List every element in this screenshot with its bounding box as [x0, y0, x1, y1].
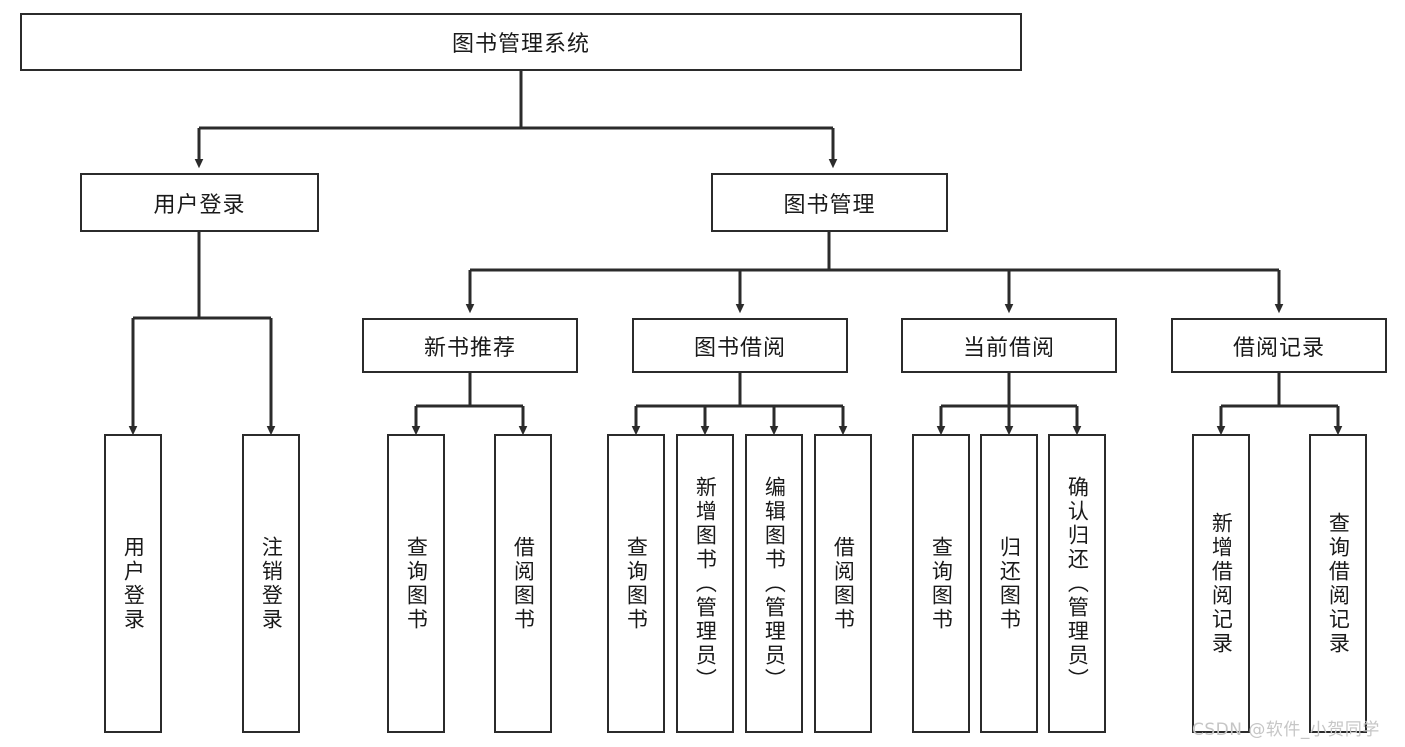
- node-label: 编辑图书（管理员）: [762, 475, 787, 692]
- node-label: 新增借阅记录: [1209, 511, 1234, 656]
- node-label: 查询图书: [624, 535, 649, 632]
- leaf-query-borrow-record[interactable]: 查询借阅记录: [1309, 434, 1367, 733]
- node-label: 注销登录: [259, 535, 284, 632]
- node-current-borrow[interactable]: 当前借阅: [901, 318, 1117, 373]
- node-label: 借阅图书: [831, 535, 856, 632]
- node-label: 图书管理系统: [451, 32, 590, 57]
- leaf-query-book-current[interactable]: 查询图书: [912, 434, 970, 733]
- leaf-query-book-borrow[interactable]: 查询图书: [607, 434, 665, 733]
- node-user-login[interactable]: 用户登录: [80, 173, 319, 232]
- leaf-query-book-recommend[interactable]: 查询图书: [387, 434, 445, 733]
- node-label: 用户登录: [121, 535, 146, 632]
- node-label: 图书借阅: [693, 335, 786, 361]
- node-book-borrow[interactable]: 图书借阅: [632, 318, 848, 373]
- csdn-watermark: CSDN @软件_小贺同学: [1192, 720, 1380, 740]
- node-borrow-record[interactable]: 借阅记录: [1171, 318, 1387, 373]
- node-label: 用户登录: [153, 192, 246, 218]
- leaf-user-login[interactable]: 用户登录: [104, 434, 162, 733]
- node-label: 图书管理: [783, 192, 876, 218]
- leaf-add-borrow-record[interactable]: 新增借阅记录: [1192, 434, 1250, 733]
- node-label: 当前借阅: [962, 335, 1055, 361]
- node-label: 查询借阅记录: [1326, 511, 1351, 656]
- node-label: 新书推荐: [423, 335, 516, 361]
- node-label: 归还图书: [997, 535, 1022, 632]
- node-label: 查询图书: [929, 535, 954, 632]
- node-book-management[interactable]: 图书管理: [711, 173, 948, 232]
- leaf-add-book-admin[interactable]: 新增图书（管理员）: [676, 434, 734, 733]
- leaf-logout[interactable]: 注销登录: [242, 434, 300, 733]
- node-label: 确认归还（管理员）: [1065, 475, 1090, 692]
- node-label: 查询图书: [404, 535, 429, 632]
- node-root-book-management-system[interactable]: 图书管理系统: [20, 13, 1022, 71]
- leaf-borrow-book[interactable]: 借阅图书: [814, 434, 872, 733]
- node-label: 借阅图书: [511, 535, 536, 632]
- leaf-borrow-book-recommend[interactable]: 借阅图书: [494, 434, 552, 733]
- node-label: 借阅记录: [1232, 335, 1325, 361]
- leaf-confirm-return-admin[interactable]: 确认归还（管理员）: [1048, 434, 1106, 733]
- leaf-edit-book-admin[interactable]: 编辑图书（管理员）: [745, 434, 803, 733]
- node-new-book-recommend[interactable]: 新书推荐: [362, 318, 578, 373]
- node-label: 新增图书（管理员）: [693, 475, 718, 692]
- leaf-return-book[interactable]: 归还图书: [980, 434, 1038, 733]
